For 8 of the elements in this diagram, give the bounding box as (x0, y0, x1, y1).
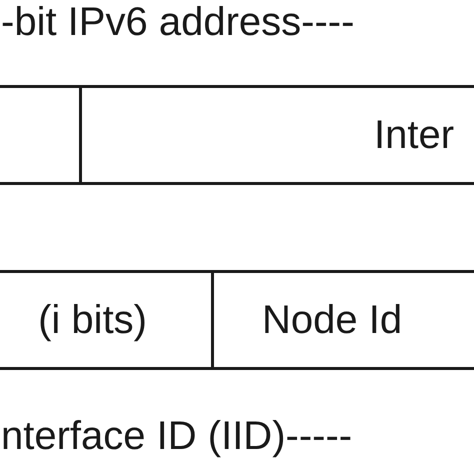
field-label: Node Id (262, 300, 402, 340)
field-cell (0, 85, 82, 185)
field-cell (0, 270, 214, 370)
field-cell (211, 270, 474, 370)
span-label: -bit IPv6 address---- (1, 2, 354, 42)
field-label: Inter (374, 115, 454, 155)
field-label: (i bits) (38, 300, 147, 340)
span-label: nterface ID (IID)----- (1, 416, 352, 456)
